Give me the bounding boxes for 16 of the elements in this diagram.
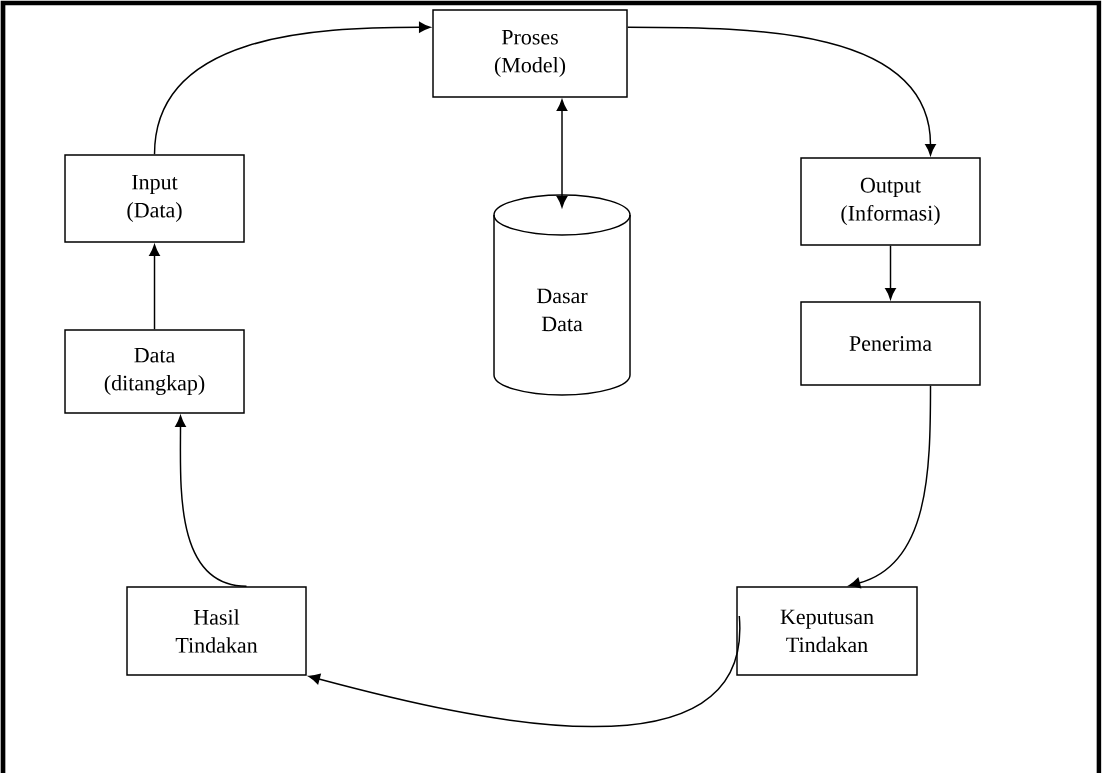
process-box: Data (ditangkap) [64, 329, 245, 414]
process-box: Proses (Model) [432, 9, 628, 98]
process-box: Input (Data) [64, 154, 245, 243]
process-box: Keputusan Tindakan [736, 586, 918, 676]
process-box: Penerima [800, 301, 981, 386]
arrow [153, 21, 431, 155]
arrow [175, 415, 248, 587]
process-box: Hasil Tindakan [126, 586, 307, 676]
database-cylinder: Dasar Data [493, 194, 631, 396]
arrow [149, 244, 160, 330]
process-box: Output (Informasi) [800, 157, 981, 246]
arrow [627, 26, 936, 156]
arrow [848, 385, 932, 589]
arrow [308, 615, 740, 728]
arrow [885, 245, 896, 300]
arrow [556, 99, 568, 208]
